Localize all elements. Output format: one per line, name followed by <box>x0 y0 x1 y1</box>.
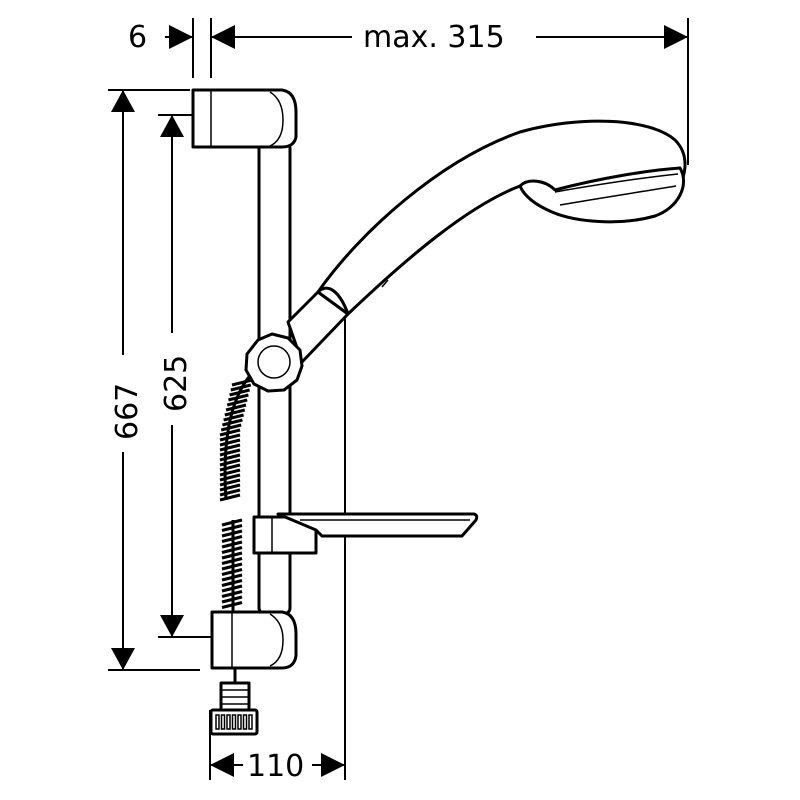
outlet-distance-dimension: 110 <box>209 318 346 784</box>
hose-connector <box>209 668 259 736</box>
rail-offset-dimension: 6 <box>128 18 212 78</box>
max-reach-dimension: max. 315 <box>211 18 689 165</box>
slider-swivel-holder <box>244 332 304 393</box>
hand-shower <box>286 119 687 364</box>
bottom-wall-bracket <box>210 610 298 670</box>
bracket-spacing-dimension: 625 <box>158 114 212 638</box>
max-reach-label: max. 315 <box>363 20 505 55</box>
outlet-distance-label: 110 <box>247 749 304 784</box>
top-wall-bracket <box>191 88 298 149</box>
bracket-spacing-label: 625 <box>159 355 194 412</box>
soap-dish <box>252 512 479 555</box>
total-height-dimension: 667 <box>108 89 200 671</box>
shower-hose <box>219 368 257 612</box>
rail-offset-label: 6 <box>128 20 147 55</box>
total-height-label: 667 <box>110 383 145 440</box>
